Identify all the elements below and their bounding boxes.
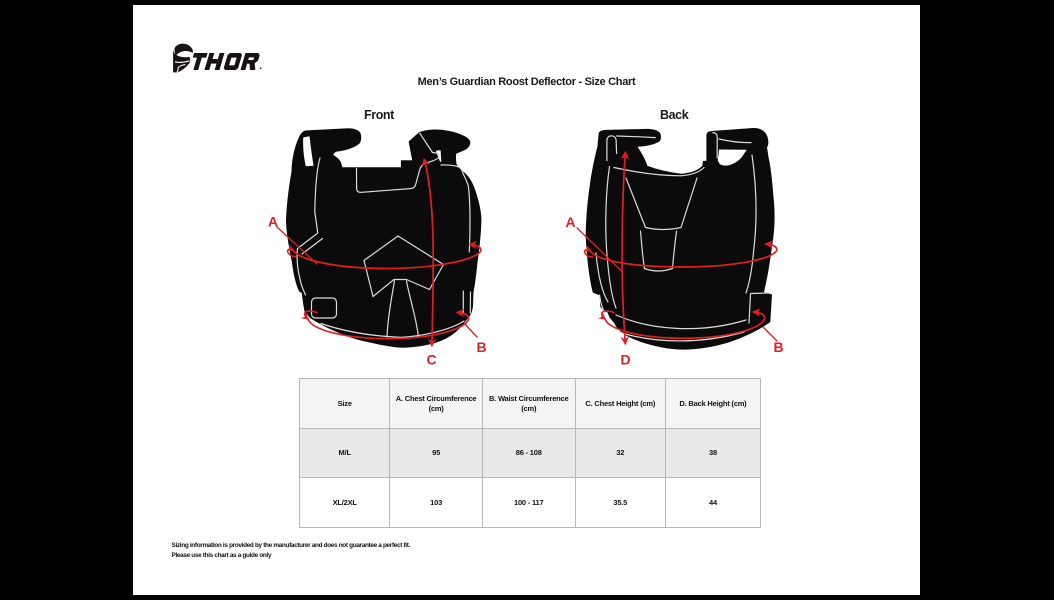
svg-text:C: C — [427, 352, 437, 368]
svg-text:B: B — [774, 339, 784, 355]
svg-text:A: A — [566, 214, 576, 230]
svg-text:B: B — [477, 339, 487, 355]
svg-text:D: D — [621, 352, 631, 368]
svg-text:A: A — [268, 214, 278, 230]
